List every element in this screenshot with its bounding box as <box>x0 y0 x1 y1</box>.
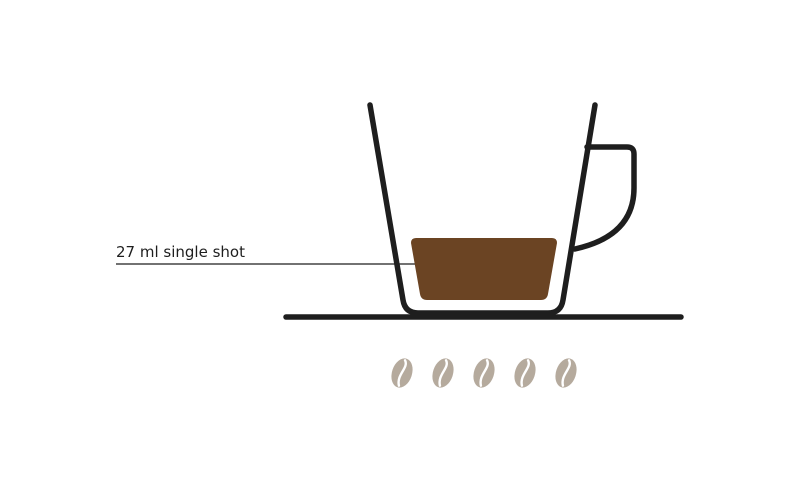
cup-handle <box>572 144 637 252</box>
coffee-bean-icon <box>514 358 536 388</box>
coffee-bean-icon <box>432 358 454 388</box>
cup-icon <box>367 102 598 316</box>
volume-label: 27 ml single shot <box>116 243 245 261</box>
coffee-bean-icon <box>555 358 577 388</box>
coffee-bean-icon <box>391 358 413 388</box>
intensity-rating <box>391 358 577 388</box>
coffee-bean-icon <box>473 358 495 388</box>
coffee-liquid <box>411 238 557 300</box>
